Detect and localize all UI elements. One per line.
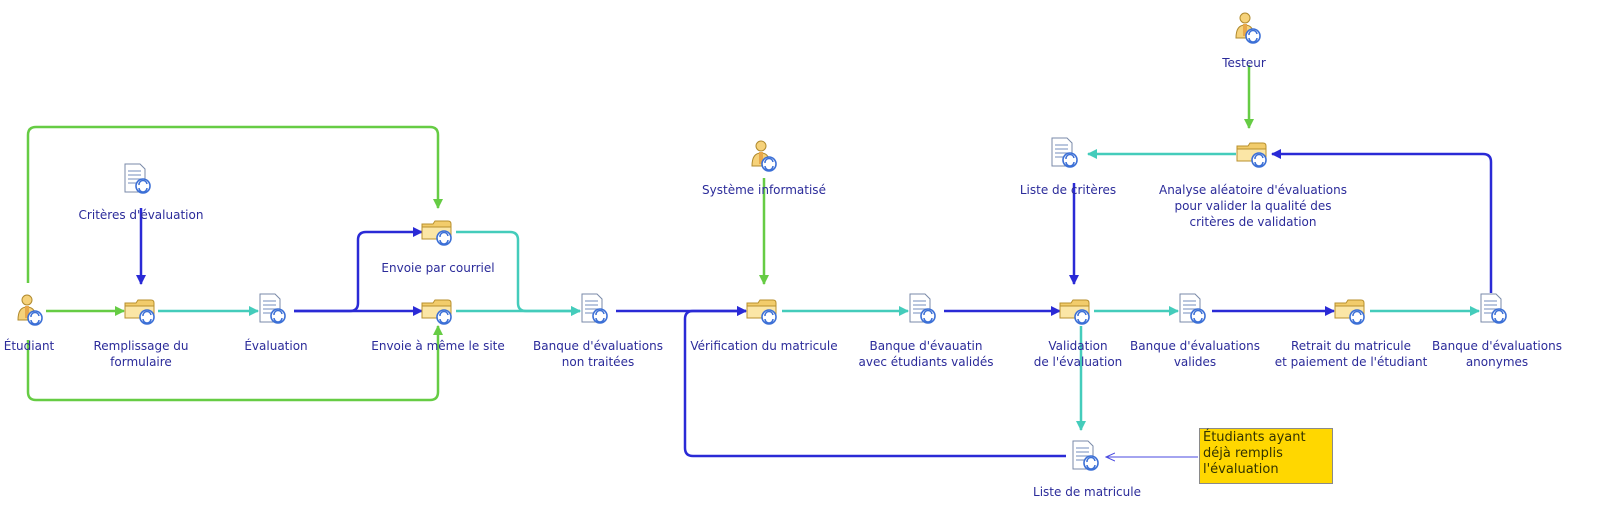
edge-anonymes-analyse <box>1271 149 1493 293</box>
edge-liste-matricule-verification <box>683 306 1066 458</box>
etudiant-actor-icon <box>13 294 49 326</box>
verification-activity-icon <box>745 295 781 327</box>
edge-etudiant-courriel <box>26 125 443 283</box>
liste-matricule-document-icon <box>1065 440 1101 472</box>
retrait-activity-icon <box>1333 295 1369 327</box>
analyse-label: Analyse aléatoire d'évaluations pour val… <box>1158 183 1348 229</box>
etudiant-label: Étudiant <box>3 339 55 353</box>
liste-matricule-label: Liste de matricule <box>1033 485 1141 499</box>
valides-document-icon <box>1172 293 1208 325</box>
courriel-label: Envoie par courriel <box>381 261 495 275</box>
validation-activity-icon <box>1058 295 1094 327</box>
etudiants-valides-label: Banque d'évauatin avec étudiants validés <box>858 339 994 369</box>
retrait-label: Retrait du matricule et paiement de l'ét… <box>1274 339 1428 369</box>
anonymes-document-icon <box>1473 293 1509 325</box>
criteres-eval-label: Critères d'évaluation <box>78 208 204 222</box>
site-label: Envoie à même le site <box>371 339 505 353</box>
criteres-document-icon <box>117 163 153 195</box>
etudiants-note: Étudiants ayant déjà remplis l'évaluatio… <box>1199 428 1333 484</box>
evaluation-label: Évaluation <box>244 339 308 353</box>
analyse-activity-icon <box>1235 138 1271 170</box>
remplissage-activity-icon <box>123 295 159 327</box>
liste-criteres-label: Liste de critères <box>1019 183 1117 197</box>
testeur-label: Testeur <box>1222 56 1266 70</box>
courriel-activity-icon <box>420 216 456 248</box>
systeme-label: Système informatisé <box>702 183 826 197</box>
evaluation-document-icon <box>252 293 288 325</box>
etudiants-valides-document-icon <box>902 293 938 325</box>
testeur-actor-icon <box>1231 12 1267 44</box>
systeme-actor-icon <box>747 140 783 172</box>
non-traitees-document-icon <box>574 293 610 325</box>
verification-label: Vérification du matricule <box>690 339 838 353</box>
remplissage-label: Remplissage du formulaire <box>93 339 189 369</box>
valides-label: Banque d'évaluations valides <box>1130 339 1260 369</box>
edge-etudiant-site <box>26 325 443 402</box>
site-activity-icon <box>420 295 456 327</box>
validation-label: Validation de l'évaluation <box>1033 339 1123 369</box>
liste-criteres-document-icon <box>1044 137 1080 169</box>
non-traitees-label: Banque d'évaluations non traitées <box>533 339 663 369</box>
anonymes-label: Banque d'évaluations anonymes <box>1432 339 1562 369</box>
